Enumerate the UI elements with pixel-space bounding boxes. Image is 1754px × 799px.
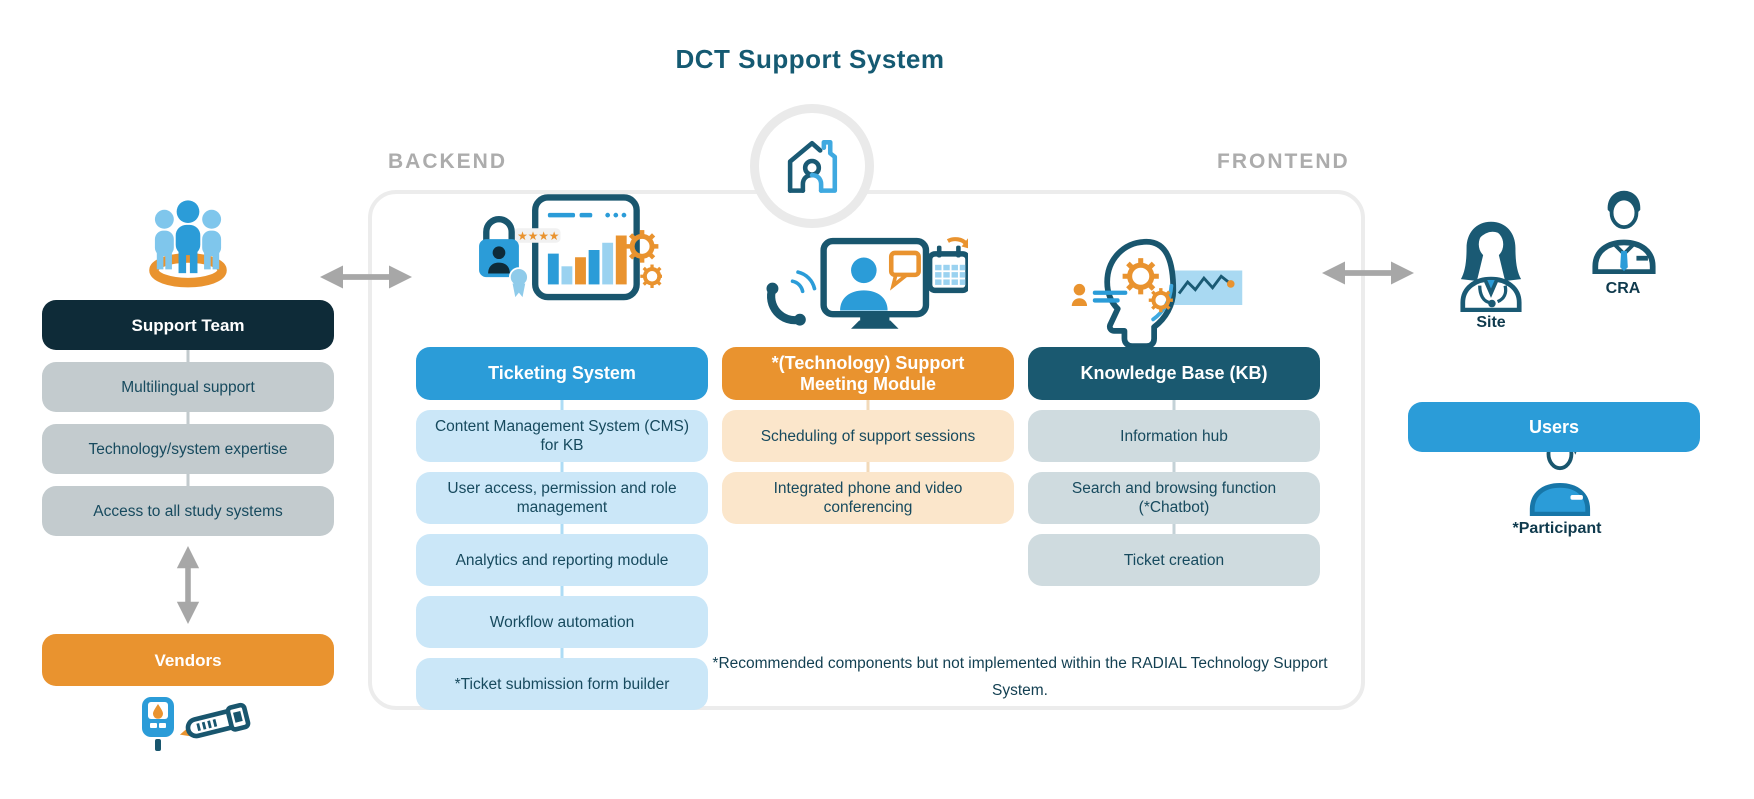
kb-item: Search and browsing function (*Chatbot) [1028,472,1320,524]
dct-hub-badge [750,104,874,228]
kb-item: Ticket creation [1028,534,1320,586]
support-team-header: Support Team [42,300,334,350]
site-doctor-icon [1452,218,1530,312]
ticketing-column: Ticketing System Content Management Syst… [416,347,708,710]
kb-item: Information hub [1028,410,1320,462]
glucose-meter-icon [140,694,176,754]
gear-icon [1148,288,1173,313]
stars-glyph: ★★★★ [517,230,559,243]
double-arrow-right-icon [1322,258,1414,288]
kb-header: Knowledge Base (KB) [1028,347,1320,400]
ticketing-item: Analytics and reporting module [416,534,708,586]
ticketing-item: Content Management System (CMS) for KB [416,410,708,462]
double-arrow-vertical-icon [172,546,204,624]
ticketing-item: User access, permission and role managem… [416,472,708,524]
backend-zone-label: BACKEND [388,150,507,173]
people-group-icon [136,192,240,290]
support-team-column: Support Team Multilingual support Techno… [42,300,334,536]
ticketing-item: Workflow automation [416,596,708,648]
participant-label: *Participant [1512,520,1602,537]
cra-label: CRA [1605,280,1641,297]
gear-icon [625,230,659,263]
double-arrow-left-icon [320,262,412,292]
ticketing-item: *Ticket submission form builder [416,658,708,710]
gear-icon [1122,258,1159,295]
meeting-column: *(Technology) Support Meeting Module Sch… [722,347,1014,524]
ticketing-dashboard-icon: ★★★★ [470,190,662,310]
support-team-item: Technology/system expertise [42,424,334,474]
vendors-header: Vendors [42,634,334,686]
support-team-item: Access to all study systems [42,486,334,536]
meeting-item: Integrated phone and video conferencing [722,472,1014,524]
gear-icon [640,264,662,289]
kb-column: Knowledge Base (KB) Information hub Sear… [1028,347,1320,586]
ticketing-header: Ticketing System [416,347,708,400]
knowledge-head-icon [1066,236,1248,351]
users-header: Users [1408,402,1700,452]
page-title: DCT Support System [675,44,945,74]
support-team-item: Multilingual support [42,362,334,412]
meeting-video-call-icon [756,228,968,340]
meeting-header: *(Technology) Support Meeting Module [722,347,1014,400]
site-label: Site [1476,314,1506,331]
frontend-zone-label: FRONTEND [1217,150,1350,173]
injection-pen-icon [174,691,264,754]
footnote: *Recommended components but not implemen… [712,655,1328,699]
house-person-icon [781,135,843,197]
cra-person-icon [1585,186,1663,274]
meeting-item: Scheduling of support sessions [722,410,1014,462]
